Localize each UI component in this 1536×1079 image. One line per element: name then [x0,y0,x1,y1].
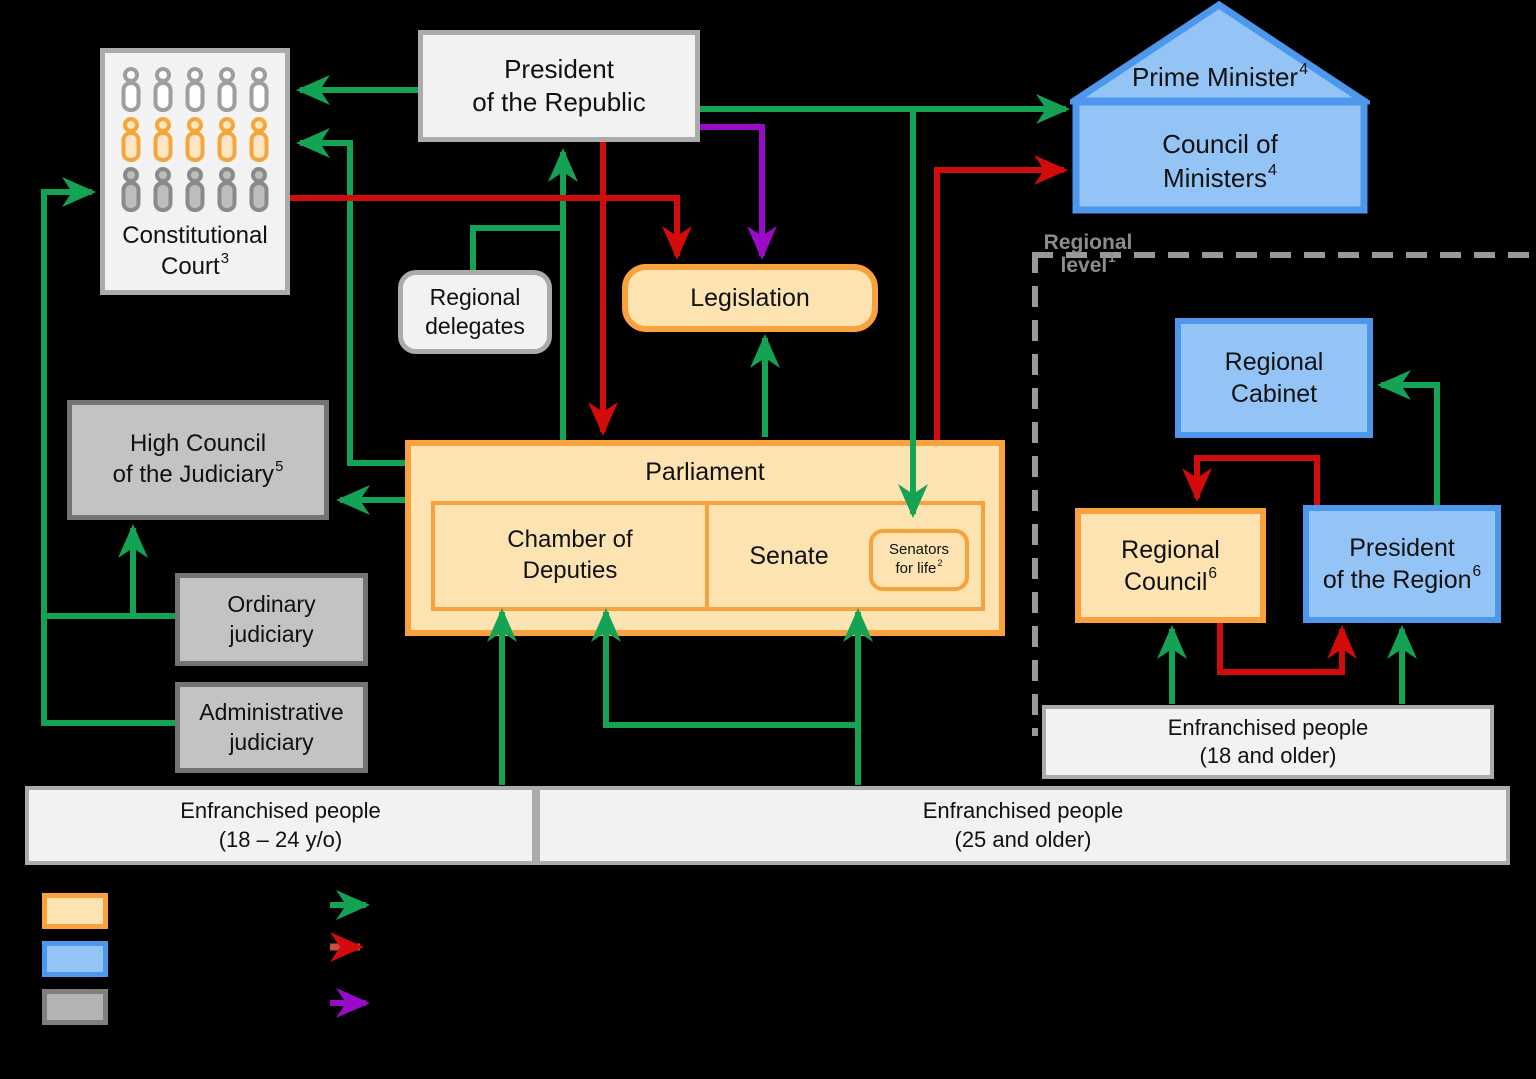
person-icon [249,67,269,112]
person-icon [217,117,237,162]
judge-icon-row [119,167,271,213]
arrow-president-to-legislation-promulgation [700,124,777,260]
person-icon [185,167,205,212]
regional-level-label: Regional level1 [1043,231,1133,278]
arrow-regional-council-to-president-of-region [1217,621,1357,675]
person-icon [153,117,173,162]
president-label-line1: President [504,53,614,84]
judge-icon-row [119,67,271,113]
judge-icon-row [119,117,271,163]
ordinary-judiciary-box: Ordinary judiciary [175,573,368,666]
arrow-parliament-to-council-of-ministers [934,155,1068,440]
president-of-the-republic-box: President of the Republic [418,30,700,142]
person-icon [217,167,237,212]
constitutional-court-box: Constitutional Court3 [100,48,290,295]
arrow-constitutional-court-to-legislation [290,195,692,260]
house-shape [1062,0,1376,214]
legend-blue-swatch [42,941,108,977]
person-icon [249,167,269,212]
enfranchised-people-18-box: Enfranchised people (18 and older) [1042,705,1494,779]
senate-box: Senate Senators for life2 [705,501,985,611]
constitutional-court-judges [119,67,271,213]
constitutional-court-label: Constitutional Court3 [122,222,268,280]
house-body [1072,98,1368,214]
person-icon [121,117,141,162]
parliament-title: Parliament [645,458,765,486]
legend-orange-swatch [42,893,108,929]
prime-minister-label: Prime Minister4 [1131,59,1309,92]
legislation-box: Legislation [622,264,878,332]
enfranchised-people-18-24-box: Enfranchised people (18 – 24 y/o) [25,786,536,865]
senate-label: Senate [749,542,829,570]
arrow-president-of-region-to-regional-council [1182,455,1320,505]
person-icon [249,117,269,162]
regional-delegates-box: Regional delegates [398,270,552,354]
person-icon [153,167,173,212]
arrow-president-of-region-to-regional-cabinet [1377,370,1440,505]
regional-cabinet-box: Regional Cabinet [1175,318,1373,438]
administrative-judiciary-box: Administrative judiciary [175,682,368,773]
senators-for-life-box: Senators for life2 [869,529,969,591]
president-label-line2: of the Republic [472,87,646,117]
person-icon [121,67,141,112]
person-icon [153,67,173,112]
person-icon [217,67,237,112]
regional-council-box: Regional Council6 [1075,508,1266,623]
chamber-of-deputies-box: Chamber of Deputies [431,501,709,611]
person-icon [121,167,141,212]
president-of-the-region-box: President of the Region6 [1303,505,1501,623]
person-icon [185,117,205,162]
person-icon [185,67,205,112]
parliament-box: Parliament Chamber of Deputies Senate Se… [405,440,1005,636]
council-of-ministers-label: Council of Ministers4 [1162,129,1278,193]
legend-gray-swatch [42,989,108,1025]
regional-level-border-left [1032,252,1038,736]
high-council-of-the-judiciary-box: High Council of the Judiciary5 [67,400,329,520]
prime-minister-council-house: Prime Minister4 Council of Ministers4 [1062,0,1376,216]
regional-level-border-top [1032,252,1536,258]
enfranchised-people-25-box: Enfranchised people (25 and older) [536,786,1510,865]
line-regional-delegates-join [470,225,563,272]
